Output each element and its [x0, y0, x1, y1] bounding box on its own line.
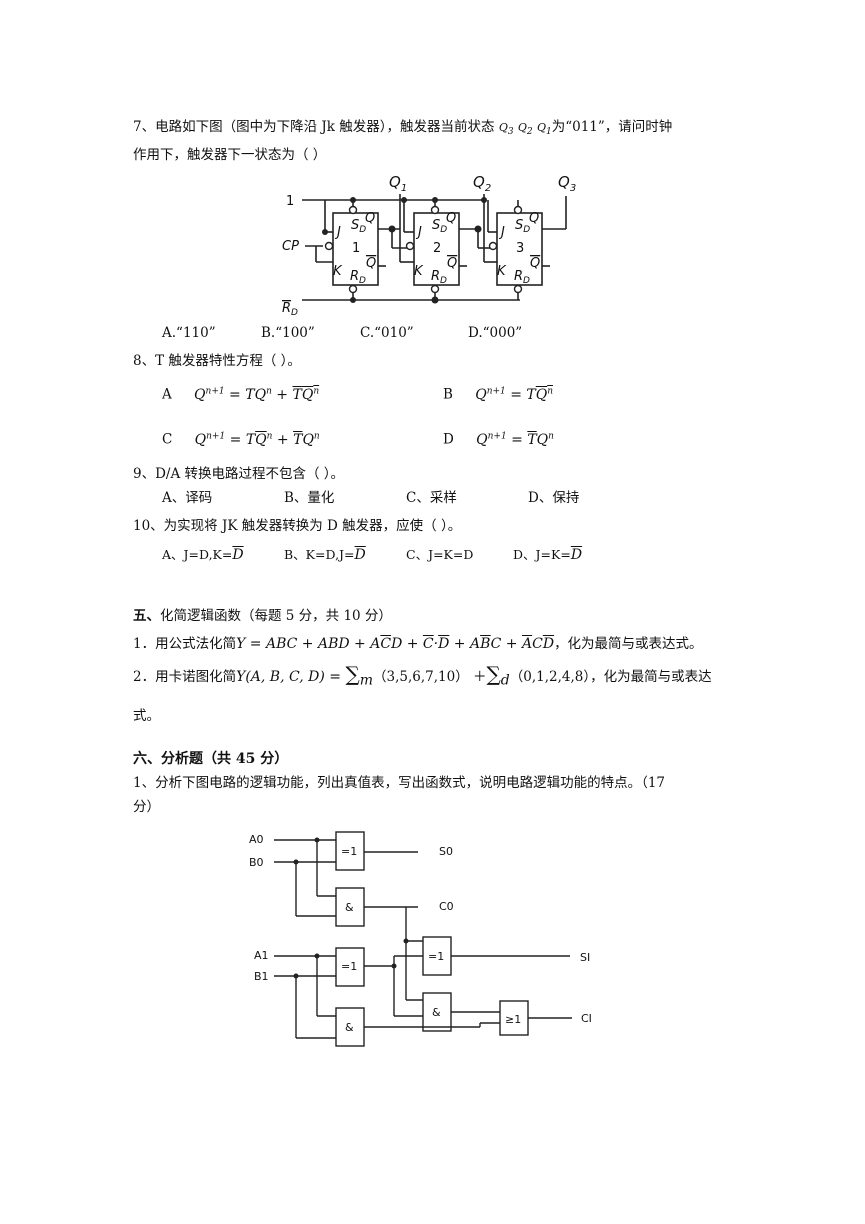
section5-title: 五、化简逻辑函数（每题 5 分，共 10 分）: [133, 608, 392, 624]
q8-stem: 8、T 触发器特性方程（ ）。: [133, 353, 301, 369]
svg-text:Q: Q: [447, 256, 457, 271]
svg-text:SD: SD: [432, 218, 447, 235]
input-b0-label: B0: [249, 856, 264, 869]
svg-text:RD: RD: [514, 269, 530, 286]
q1-label: Q1: [389, 173, 407, 194]
q8-option-c: C Qn+1 = TQn + TQn: [162, 431, 320, 448]
q7-option-a: A.“110”: [162, 325, 216, 341]
q3-label: Q3: [558, 173, 576, 194]
xor-gate-1-label: =1: [341, 845, 357, 858]
svg-text:K: K: [497, 264, 507, 279]
output-s0-label: S0: [439, 845, 453, 858]
cp-label: CP: [282, 239, 299, 254]
q8-option-b: B Qn+1 = TQn: [443, 386, 554, 403]
svg-text:Q: Q: [530, 256, 540, 271]
svg-text:J: J: [498, 225, 505, 240]
svg-text:RD: RD: [350, 269, 366, 286]
section6-q1-line2: 分）: [133, 799, 160, 815]
q9-option-a: A、译码: [162, 490, 213, 506]
and-gate-3-label: &: [432, 1006, 441, 1019]
svg-text:K: K: [414, 264, 424, 279]
and-gate-2-label: &: [345, 1021, 354, 1034]
rd-bar-label: RD: [282, 301, 298, 318]
output-si-label: SI: [580, 951, 590, 964]
section5-q2: 2．用卡诺图化简Y(A, B, C, D) = ∑m（3,5,6,7,10） ＋…: [133, 662, 712, 689]
input-b1-label: B1: [254, 970, 269, 983]
svg-text:Q: Q: [365, 211, 375, 226]
q7-option-c: C.“010”: [360, 325, 414, 341]
q7-stem-line1: 7、电路如下图（图中为下降沿 Jk 触发器），触发器当前状态 Q3 Q2 Q1为…: [133, 119, 673, 138]
section5-q1: 1．用公式法化简Y = ABC + ABD + ACD + C·D + ABC …: [133, 636, 703, 652]
xor-gate-2-label: =1: [341, 960, 357, 973]
svg-text:Q: Q: [446, 211, 456, 226]
svg-text:Q: Q: [529, 211, 539, 226]
q9-stem: 9、D/A 转换电路过程不包含（ ）。: [133, 466, 345, 482]
input-one-label: 1: [286, 194, 294, 209]
section6-title: 六、分析题（共 45 分）: [133, 751, 289, 767]
ff2-number: 2: [433, 241, 441, 256]
or-gate-label: ≥1: [505, 1013, 521, 1026]
section5-q2-line2: 式。: [133, 708, 160, 724]
section6-q1-line1: 1、分析下图电路的逻辑功能，列出真值表，写出函数式，说明电路逻辑功能的特点。（1…: [133, 775, 666, 791]
svg-text:Q: Q: [366, 256, 376, 271]
output-ci-label: CI: [581, 1012, 592, 1025]
svg-text:RD: RD: [431, 269, 447, 286]
adder-logic-diagram: A0 B0 A1 B1 S0 C0 SI CI =1 & =1 & =1 & ≥…: [249, 831, 592, 1047]
q9-option-b: B、量化: [284, 490, 335, 506]
q7-option-d: D.“000”: [468, 325, 523, 341]
svg-text:J: J: [334, 225, 341, 240]
q7-stem-line2: 作用下，触发器下一状态为（ ）: [133, 147, 327, 163]
input-a0-label: A0: [249, 833, 264, 846]
q10-option-a: A、J=D,K=D: [162, 547, 244, 563]
q2-label: Q2: [473, 173, 491, 194]
svg-text:K: K: [333, 264, 343, 279]
svg-text:SD: SD: [515, 218, 530, 235]
svg-text:SD: SD: [351, 218, 366, 235]
q8-option-d: D Qn+1 = TQn: [443, 431, 554, 448]
q10-option-c: C、J=K=D: [406, 547, 474, 562]
q8-option-a: A Qn+1 = TQn + TQn: [162, 386, 320, 403]
q10-stem: 10、为实现将 JK 触发器转换为 D 触发器，应使（ ）。: [133, 518, 462, 534]
xor-gate-3-label: =1: [428, 950, 444, 963]
jk-flipflop-diagram: 1 CP RD Q1 Q2 Q3 J K SD RD Q Q 1 J K SD …: [282, 173, 576, 318]
q10-option-b: B、K=D,J=D: [284, 547, 366, 563]
q10-option-d: D、J=K=D: [513, 547, 583, 563]
output-c0-label: C0: [439, 900, 454, 913]
svg-text:J: J: [415, 225, 422, 240]
ff1-number: 1: [352, 241, 360, 256]
q9-option-c: C、采样: [406, 490, 457, 506]
q9-option-d: D、保持: [528, 490, 580, 506]
q7-option-b: B.“100”: [261, 325, 315, 341]
and-gate-1-label: &: [345, 901, 354, 914]
ff3-number: 3: [516, 241, 524, 256]
input-a1-label: A1: [254, 949, 269, 962]
